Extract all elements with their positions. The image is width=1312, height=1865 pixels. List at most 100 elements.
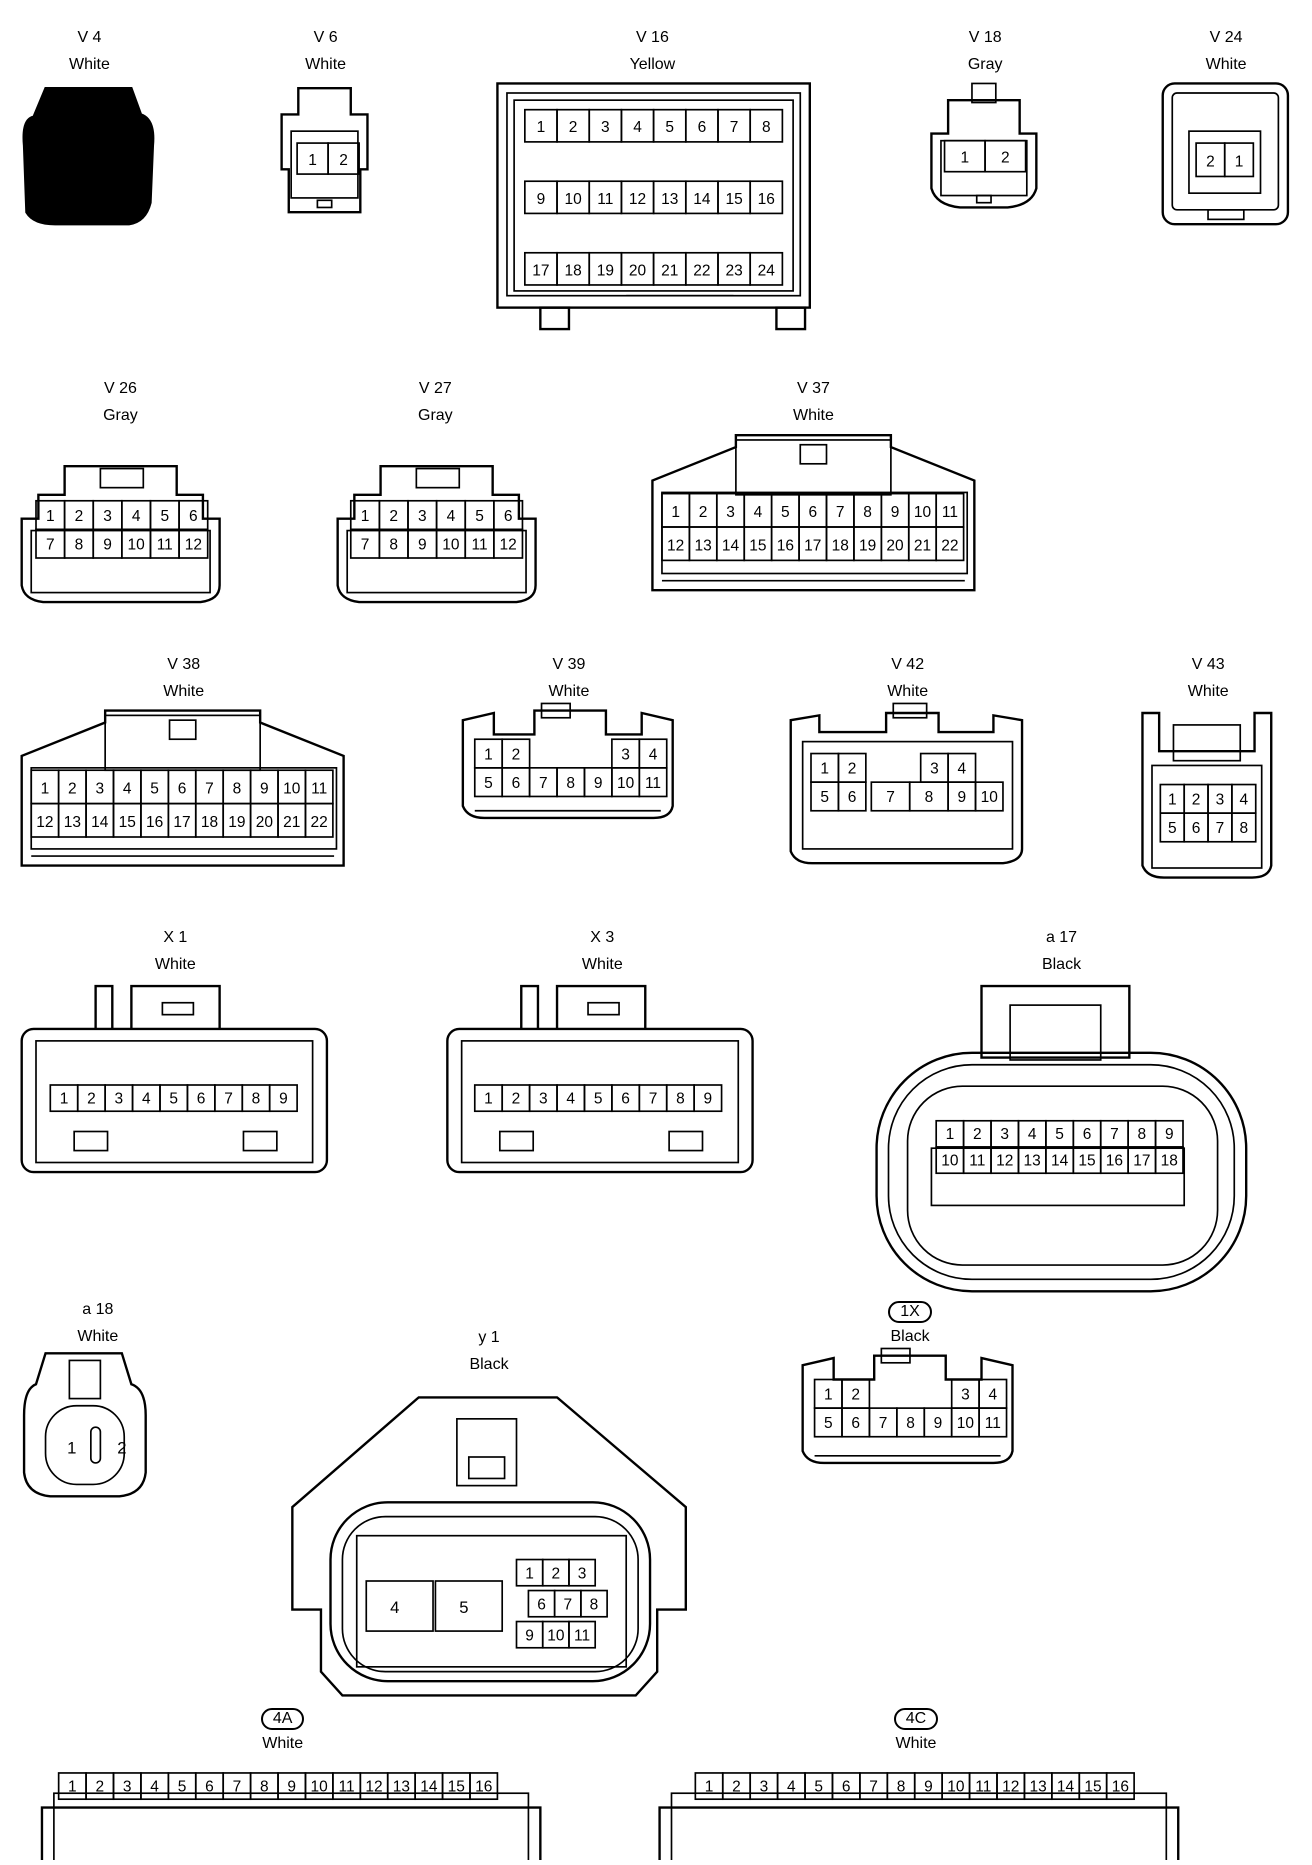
connector-code: V 26 bbox=[103, 380, 137, 398]
pin-label: 13 bbox=[694, 537, 711, 554]
pin-label: 7 bbox=[46, 536, 55, 553]
pin-label: 4 bbox=[989, 1387, 998, 1404]
pin-label: 6 bbox=[504, 508, 513, 525]
pin-label: 8 bbox=[897, 1778, 906, 1795]
pin-label: 11 bbox=[969, 1152, 985, 1169]
connector-color: White bbox=[262, 1734, 304, 1752]
pin-label: 5 bbox=[169, 1090, 178, 1107]
pin-label: 11 bbox=[157, 536, 173, 553]
pin-label: 2 bbox=[569, 119, 578, 136]
pin-label: 4 bbox=[787, 1778, 796, 1795]
pin-label: 3 bbox=[95, 781, 104, 798]
pin-label: 5 bbox=[160, 508, 169, 525]
connector-color: White bbox=[1205, 55, 1247, 73]
pin-label: 14 bbox=[420, 1778, 438, 1795]
pin-label: 9 bbox=[891, 504, 900, 521]
pin-label: 20 bbox=[629, 262, 647, 279]
connector-color: White bbox=[895, 1734, 937, 1752]
pin-label: 10 bbox=[957, 1415, 975, 1432]
pin-label: 6 bbox=[808, 504, 817, 521]
pin-label: 5 bbox=[178, 1778, 187, 1795]
pin-label: 9 bbox=[279, 1090, 288, 1107]
pin-label: 8 bbox=[75, 536, 84, 553]
pin-label: 2 bbox=[1192, 792, 1201, 809]
pin-label: 8 bbox=[233, 781, 242, 798]
pin-label: 5 bbox=[1055, 1126, 1064, 1143]
pin-label: 9 bbox=[924, 1778, 933, 1795]
pin-label: 13 bbox=[393, 1778, 410, 1795]
pin-label: 10 bbox=[283, 781, 301, 798]
pin-label: 12 bbox=[36, 814, 53, 831]
pin-label: 4 bbox=[123, 781, 132, 798]
pin-label: 4 bbox=[142, 1090, 151, 1107]
pin-label: 14 bbox=[722, 537, 740, 554]
pin-label: 6 bbox=[189, 508, 198, 525]
pin-label: 22 bbox=[941, 537, 958, 554]
pin-label: 1 bbox=[484, 746, 493, 763]
pin-label: 6 bbox=[698, 119, 707, 136]
pin-label: 13 bbox=[1024, 1152, 1041, 1169]
pin-label: 1 bbox=[820, 761, 829, 778]
pin-label: 13 bbox=[661, 191, 678, 208]
pin-label: 14 bbox=[1051, 1152, 1069, 1169]
pin-label: 21 bbox=[914, 537, 931, 554]
pin-label: 11 bbox=[645, 775, 661, 792]
pin-label: 1 bbox=[946, 1126, 955, 1143]
connector-color: Yellow bbox=[629, 55, 676, 73]
pin-label: 6 bbox=[205, 1778, 214, 1795]
connector-code-pill: 4A bbox=[260, 1707, 305, 1730]
pin-label: 3 bbox=[418, 508, 427, 525]
pin-label: 9 bbox=[958, 789, 967, 806]
pin-label: 2 bbox=[117, 1438, 126, 1457]
pin-label: 9 bbox=[525, 1628, 534, 1645]
pin-label: 1 bbox=[46, 508, 55, 525]
pin-label: 11 bbox=[574, 1628, 590, 1645]
pin-label: 1 bbox=[824, 1387, 833, 1404]
pin-label: 4 bbox=[566, 1090, 575, 1107]
pin-label: 6 bbox=[848, 789, 857, 806]
pin-label: 6 bbox=[1192, 820, 1201, 837]
pin-label: 7 bbox=[539, 775, 548, 792]
pin-label: 10 bbox=[442, 536, 460, 553]
connector-code: V 16 bbox=[635, 28, 669, 46]
connector-color: White bbox=[1187, 683, 1229, 700]
pin-label: 18 bbox=[832, 537, 849, 554]
pin-label: 9 bbox=[103, 536, 112, 553]
pin-label: 4 bbox=[754, 504, 763, 521]
connector-code: V 39 bbox=[552, 656, 586, 673]
pin-label: 6 bbox=[842, 1778, 851, 1795]
pin-label: 8 bbox=[676, 1090, 685, 1107]
pin-label: 2 bbox=[552, 1566, 561, 1583]
pin-label: 1 bbox=[525, 1566, 534, 1583]
pin-label: 7 bbox=[563, 1597, 572, 1614]
pin-label: 2 bbox=[339, 152, 348, 169]
pin-label: 3 bbox=[601, 119, 610, 136]
pin-label: 1 bbox=[308, 152, 317, 169]
pin-label: 5 bbox=[484, 775, 493, 792]
pin-label: 1 bbox=[960, 149, 969, 166]
connector-code-pill: 1X bbox=[888, 1301, 932, 1324]
pin-label: 8 bbox=[925, 789, 934, 806]
pin-label: 22 bbox=[311, 814, 328, 831]
pin-label: 10 bbox=[547, 1628, 565, 1645]
pin-label: 12 bbox=[667, 537, 684, 554]
pin-label: 8 bbox=[863, 504, 872, 521]
connector-code: V 4 bbox=[77, 28, 102, 46]
pin-label: 5 bbox=[814, 1778, 823, 1795]
pin-label: 14 bbox=[1057, 1778, 1075, 1795]
pin-label: 12 bbox=[365, 1778, 382, 1795]
pin-label: 5 bbox=[781, 504, 790, 521]
pin-label: 4 bbox=[132, 508, 141, 525]
pin-label: 9 bbox=[1165, 1126, 1174, 1143]
pin-label: 17 bbox=[532, 262, 549, 279]
pin-label: 4 bbox=[447, 508, 456, 525]
connector-code: X 3 bbox=[590, 929, 615, 947]
pin-label: 2 bbox=[732, 1778, 741, 1795]
pin-label: 9 bbox=[704, 1090, 713, 1107]
